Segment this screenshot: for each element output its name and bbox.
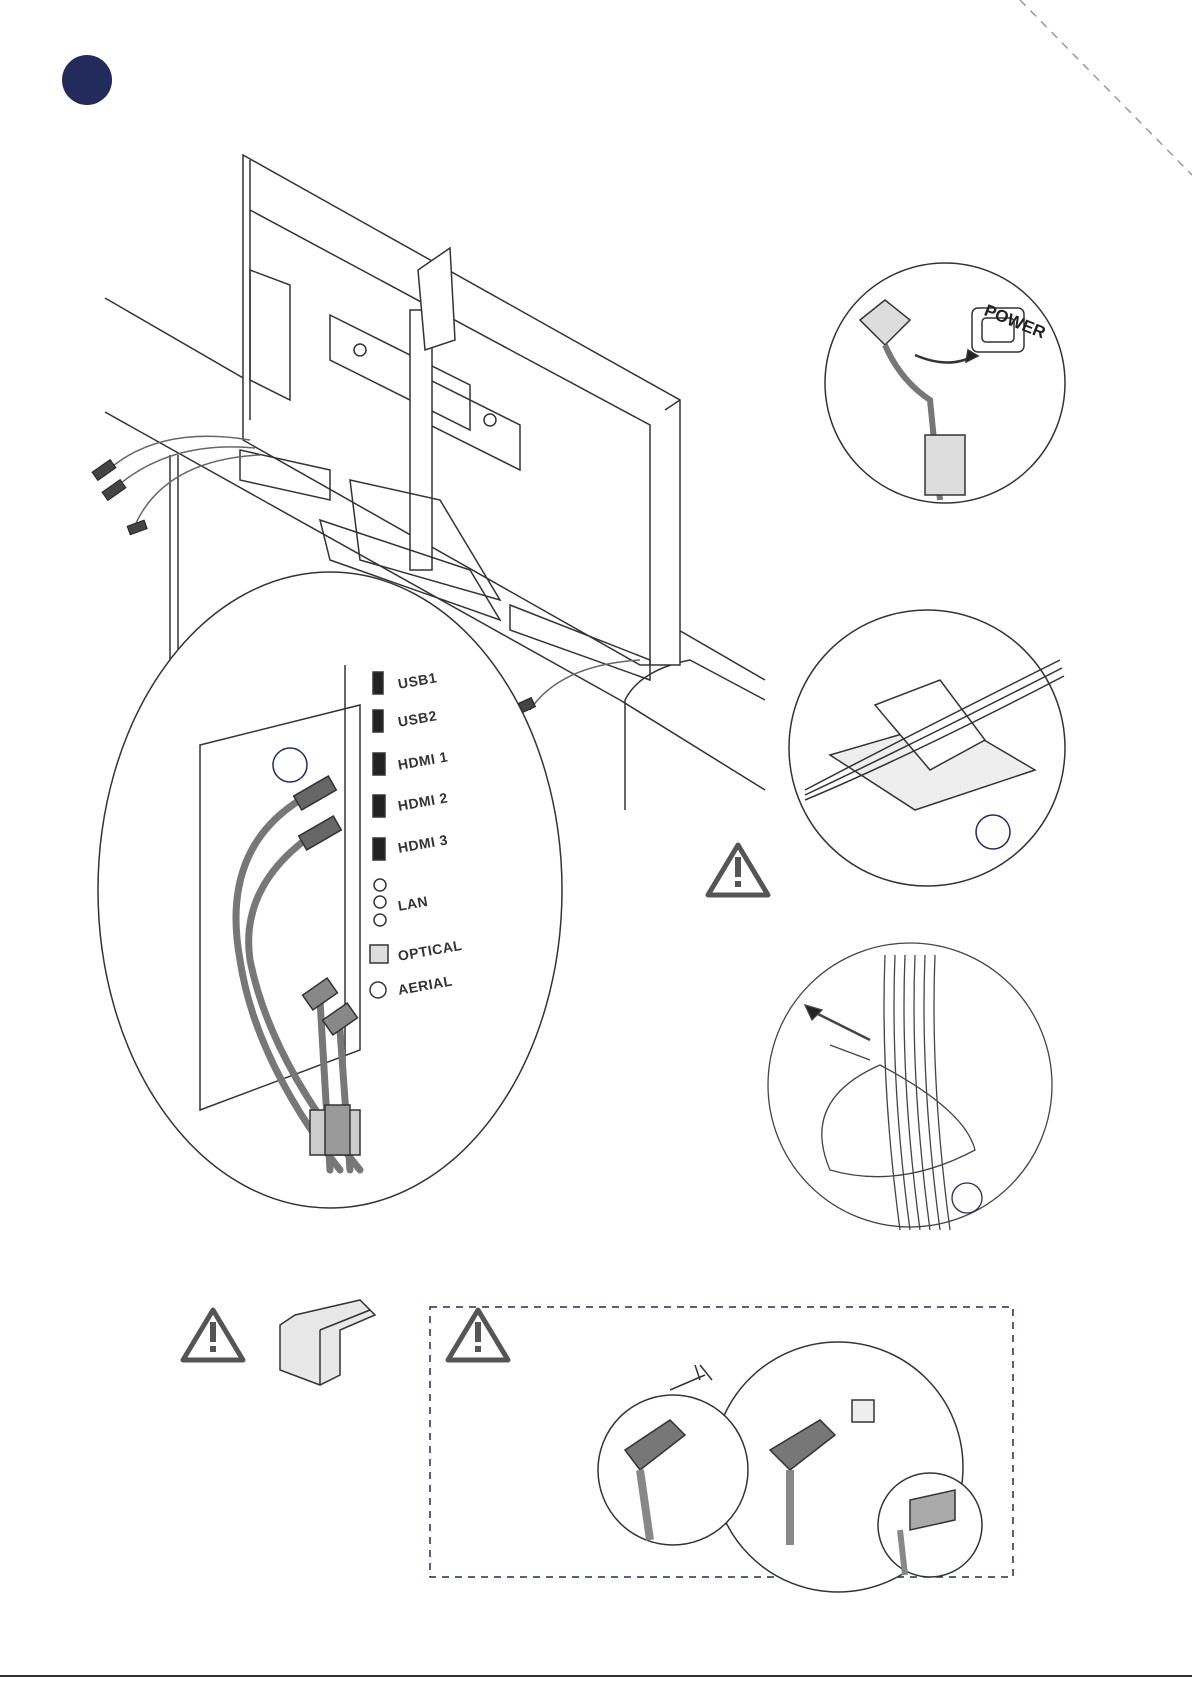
warning-icon-adapter [183, 1310, 243, 1360]
cable-clip-callout [789, 610, 1065, 886]
cable-tie-callout [768, 943, 1052, 1230]
port-panel-callout [98, 572, 562, 1208]
optical-cable-note-box [430, 1307, 1013, 1592]
power-callout [825, 263, 1065, 503]
warning-icon [708, 845, 768, 895]
right-angle-adapter [280, 1300, 375, 1385]
fold-guide-line [1020, 0, 1192, 175]
page-bottom-rule [0, 1675, 1192, 1677]
